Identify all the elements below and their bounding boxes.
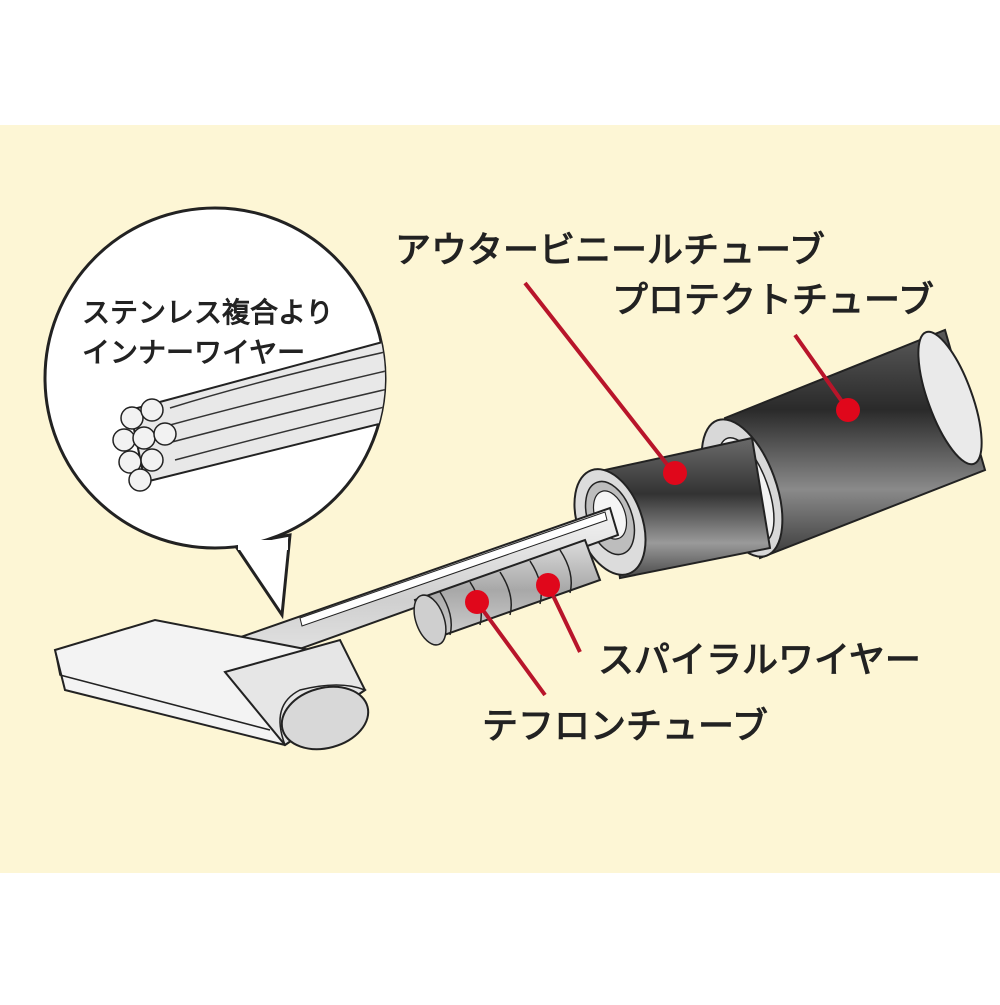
leader-lines xyxy=(475,281,850,697)
outer-vinyl-tube xyxy=(573,436,772,580)
callout-line-2: インナーワイヤー xyxy=(82,336,305,369)
leader-protect xyxy=(793,333,850,412)
marker-dot-outer-vinyl xyxy=(663,461,687,485)
end-terminal xyxy=(53,618,370,751)
label-outer-vinyl-tube: アウタービニールチューブ xyxy=(395,229,825,271)
marker-dot-teflon xyxy=(465,590,489,614)
wire-strand-ends xyxy=(112,398,177,492)
label-spiral-wire: スパイラルワイヤー xyxy=(598,640,921,681)
callout-bubble: ステンレス複合より インナーワイヤー xyxy=(43,206,387,620)
leader-teflon xyxy=(475,600,547,697)
leader-outer-vinyl xyxy=(523,281,675,474)
marker-dot-spiral xyxy=(536,573,560,597)
marker-dots xyxy=(465,398,860,614)
label-teflon-tube: テフロンチューブ xyxy=(482,705,768,747)
label-protect-tube: プロテクトチューブ xyxy=(612,279,934,321)
marker-dot-protect xyxy=(836,398,860,422)
leader-spiral xyxy=(546,584,582,653)
callout-line-1: ステンレス複合より xyxy=(82,296,333,329)
